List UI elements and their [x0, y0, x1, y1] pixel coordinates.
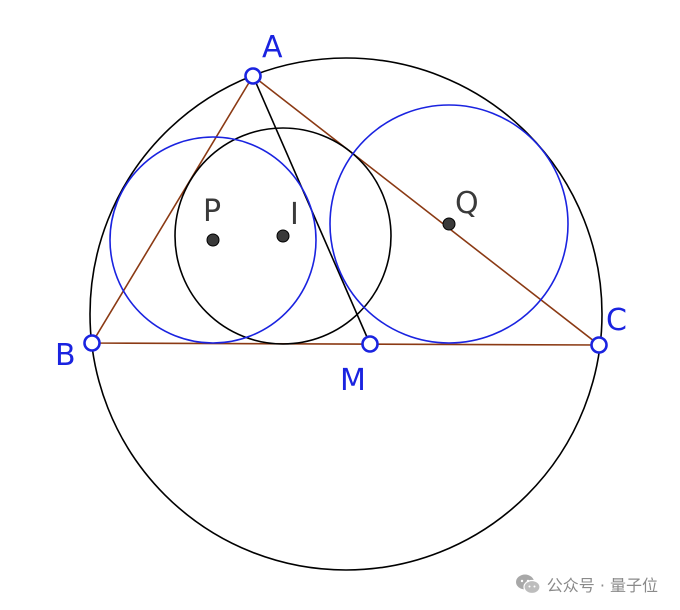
label-i: I [290, 197, 299, 232]
label-b: B [55, 338, 76, 373]
point-b-marker [83, 334, 101, 352]
triangle-abc [90, 74, 602, 346]
circle-p [109, 136, 317, 344]
label-q: Q [455, 186, 479, 221]
point-m-marker [361, 335, 379, 353]
circumcircle [89, 57, 603, 571]
point-q-dot [442, 217, 456, 231]
label-c: C [606, 303, 627, 338]
circle-q [329, 104, 569, 344]
incircle-i [174, 127, 392, 345]
watermark-text: 公众号 · 量子位 [546, 576, 658, 595]
label-m: M [340, 363, 366, 398]
point-p-dot [206, 233, 220, 247]
label-a: A [262, 30, 283, 65]
watermark: 公众号 · 量子位 [515, 572, 658, 596]
point-a-marker [244, 67, 262, 85]
point-i-dot [276, 229, 290, 243]
label-p: P [203, 194, 221, 229]
wechat-icon [515, 574, 541, 595]
point-c-marker [590, 336, 608, 354]
